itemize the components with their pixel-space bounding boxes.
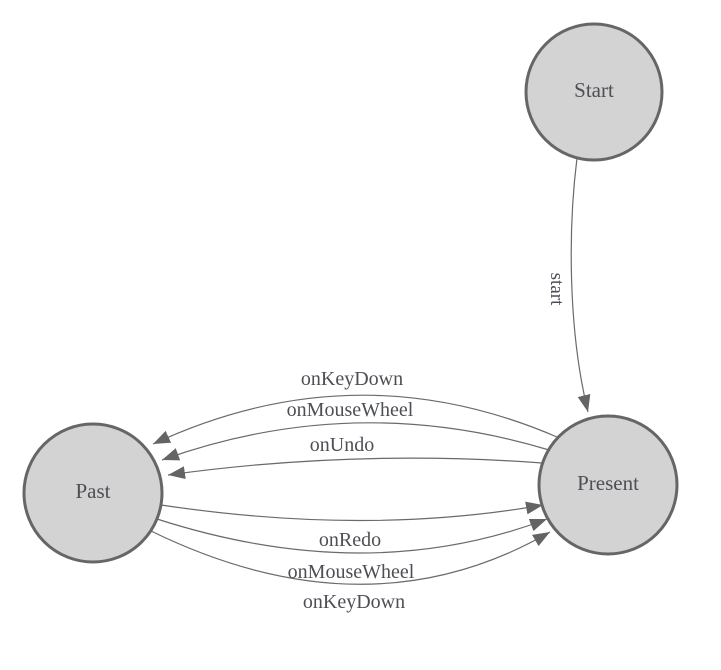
edge-label-start: start: [546, 273, 567, 306]
state-label-present: Present: [577, 471, 639, 495]
edge-onkeydown-to-past: [152, 394, 558, 445]
edge-label-onmousewheel-top: onMouseWheel: [287, 399, 414, 421]
edge-onkeydown-to-present: [150, 530, 551, 585]
edge-label-onkeydown-top: onKeyDown: [301, 368, 403, 390]
state-label-start: Start: [574, 78, 614, 102]
edge-label-onredo: onRedo: [319, 529, 381, 551]
state-node-start: Start: [524, 22, 664, 162]
edges: [150, 157, 591, 585]
edge-labels: start onKeyDown onMouseWheel onUndo onRe…: [287, 273, 567, 613]
state-circle-past: [22, 422, 164, 564]
edge-onundo-to-past: [167, 457, 543, 480]
edge-label-onundo: onUndo: [310, 434, 374, 456]
edge-start-to-present: [570, 157, 591, 413]
state-circle-present: [537, 414, 679, 556]
edge-onredo-to-present: [160, 501, 544, 522]
state-node-present: Present: [537, 414, 679, 556]
edge-onmousewheel-to-present: [156, 518, 548, 554]
edge-label-onkeydown-bottom: onKeyDown: [303, 591, 405, 613]
state-circle-start: [524, 22, 664, 162]
state-node-past: Past: [22, 422, 164, 564]
edge-label-onmousewheel-bottom: onMouseWheel: [288, 561, 415, 583]
state-label-past: Past: [75, 479, 110, 503]
edge-onmousewheel-to-past: [161, 422, 550, 461]
